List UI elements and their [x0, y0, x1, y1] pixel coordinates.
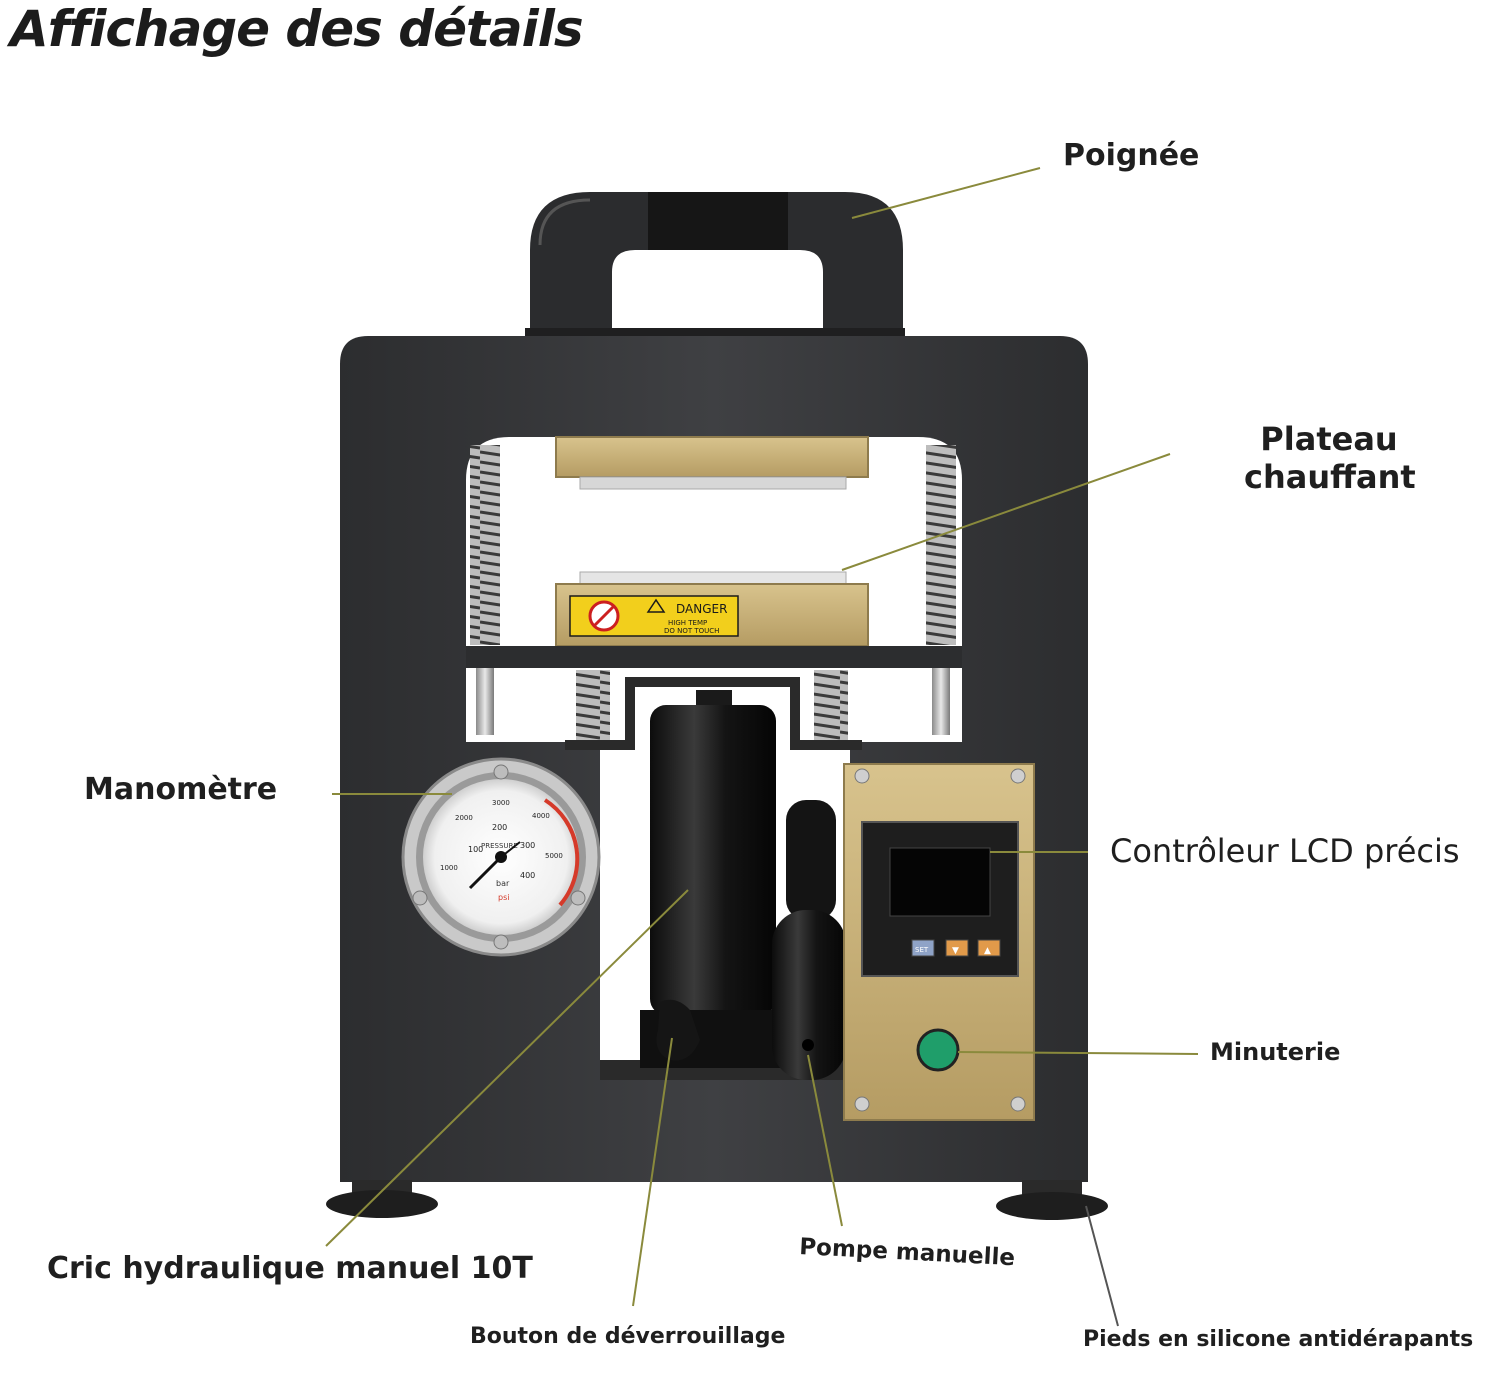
leader-plateau [841, 453, 1171, 571]
gauge-tick-200: 200 [492, 823, 507, 832]
gauge-tick-4000: 4000 [532, 812, 550, 820]
gauge-tick-300: 300 [520, 841, 535, 850]
silicone-feet [326, 1180, 1108, 1220]
leader-bouton [632, 1037, 673, 1307]
lcd-button-down-label: ▼ [952, 946, 959, 956]
gauge-tick-400: 400 [520, 871, 535, 880]
gauge-unit-bar: bar [496, 879, 510, 888]
label-plateau-line1: Plateau [1260, 420, 1398, 458]
gauge-tick-100: 100 [468, 845, 483, 854]
gauge-tick-1000: 1000 [440, 864, 458, 872]
label-pieds-silicone: Pieds en silicone antidérapants [1083, 1327, 1474, 1352]
leader-pompe [807, 1054, 843, 1227]
control-box: SET ▼ ▲ [843, 763, 1035, 1121]
jack-bracket [565, 677, 862, 750]
label-poignee: Poignée [1063, 138, 1200, 173]
leader-cric [325, 889, 689, 1247]
leader-poignee [851, 167, 1041, 219]
label-plateau-chauffant: Plateau chauffant [1244, 420, 1416, 496]
page-title: Affichage des détails [10, 0, 584, 58]
leader-minuterie [957, 1051, 1199, 1055]
leader-pieds [1085, 1205, 1119, 1327]
leader-lines [325, 167, 1199, 1327]
gauge-unit-psi: psi [498, 893, 509, 902]
timer-button [916, 1028, 960, 1072]
label-minuterie: Minuterie [1210, 1038, 1341, 1066]
warning-line1-text: HIGH TEMP [668, 619, 707, 627]
handle [530, 192, 903, 340]
label-plateau-line2: chauffant [1244, 458, 1416, 496]
platen-bar [466, 646, 962, 668]
lower-heating-plate: DANGER HIGH TEMP DO NOT TOUCH [555, 571, 869, 647]
warning-danger-text: DANGER [676, 602, 727, 616]
pressure-gauge: PRESSURE 100 200 300 400 1000 2000 3000 … [401, 757, 601, 957]
label-manometre: Manomètre [84, 772, 278, 807]
hydraulic-jack [640, 690, 780, 1068]
upper-heating-plate [555, 436, 869, 490]
gauge-center-text: PRESSURE [481, 842, 518, 850]
gauge-tick-2000: 2000 [455, 814, 473, 822]
warning-line2-text: DO NOT TOUCH [664, 627, 719, 635]
guide-springs [470, 445, 956, 740]
label-controleur-lcd: Contrôleur LCD précis [1110, 832, 1460, 870]
pump-handle [772, 800, 846, 1080]
gauge-tick-3000: 3000 [492, 799, 510, 807]
lcd-button-set-label: SET [915, 946, 929, 954]
gauge-tick-5000: 5000 [545, 852, 563, 860]
label-bouton-deverrouillage: Bouton de déverrouillage [470, 1324, 786, 1349]
label-cric-hydraulique: Cric hydraulique manuel 10T [47, 1251, 533, 1286]
lcd-button-up-label: ▲ [984, 946, 991, 956]
